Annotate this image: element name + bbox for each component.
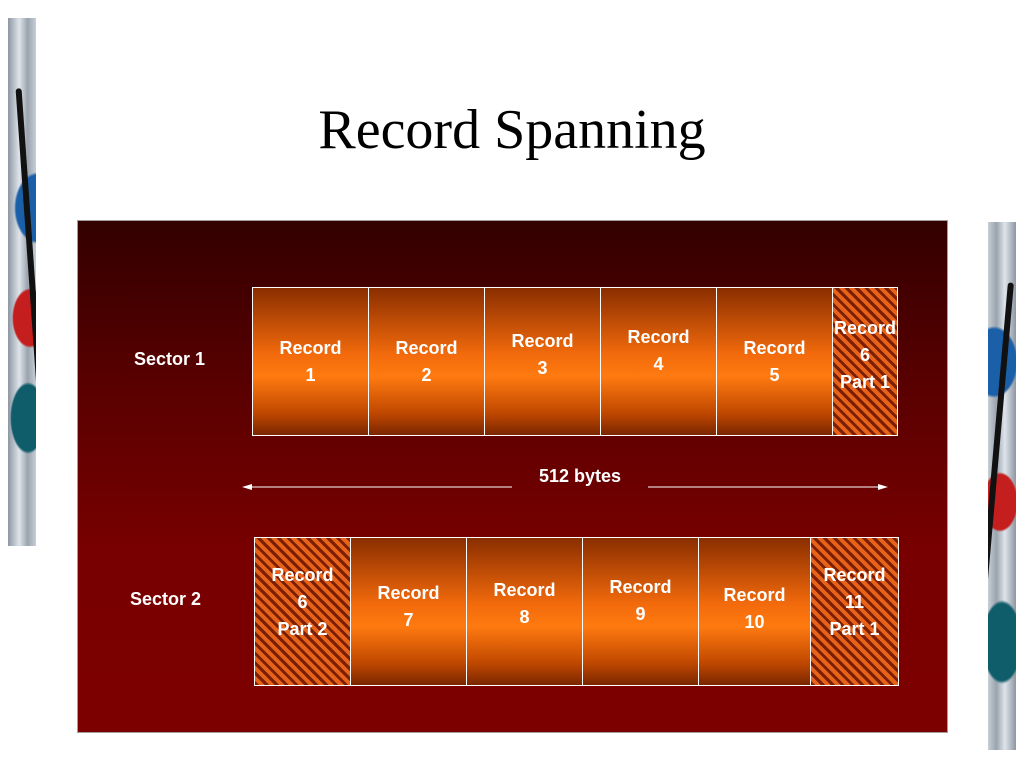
record-label-line: 3: [537, 358, 548, 378]
record-label: Record 9: [583, 574, 698, 628]
record-label-line: 8: [519, 607, 530, 627]
record-label-line: Record: [723, 585, 786, 605]
decorative-left-strip: [8, 18, 36, 546]
record-label-line: Record: [279, 338, 342, 358]
record-label-line: Record: [395, 338, 458, 358]
sector-1-record-cell: Record 2: [369, 288, 485, 435]
record-label-line: 1: [305, 365, 316, 385]
record-label-line: Record: [377, 583, 440, 603]
record-label-line: Record: [511, 331, 574, 351]
record-label: Record 5: [717, 335, 832, 389]
size-label: 512 bytes: [538, 466, 622, 486]
sector-1-record-cell: Record 1: [253, 288, 369, 435]
record-label-line: Part 2: [277, 619, 328, 639]
sector-2-record-cell: Record 9: [583, 538, 699, 685]
record-label: Record 7: [351, 580, 466, 634]
record-label-line: Record: [743, 338, 806, 358]
record-label-line: 6: [297, 592, 308, 612]
record-label-line: Record: [823, 565, 886, 585]
record-label: Record 4: [601, 324, 716, 378]
sector-2-record-cell: Record 8: [467, 538, 583, 685]
record-label: Record 3: [485, 328, 600, 382]
size-arrow: [242, 484, 888, 490]
decorative-right-strip: [988, 222, 1016, 750]
record-label-line: 4: [653, 354, 664, 374]
record-label: Record 8: [467, 577, 582, 631]
record-label-line: 7: [403, 610, 414, 630]
sector-1-label: Sector 1: [134, 349, 206, 369]
record-label-line: 5: [769, 365, 780, 385]
record-label-line: Record: [627, 327, 690, 347]
record-label-line: 6: [859, 345, 870, 365]
record-label-line: 11: [844, 592, 865, 612]
sector-1-record-cell: Record 4: [601, 288, 717, 435]
record-label-line: Part 1: [839, 372, 891, 392]
sector-1-record-cell: Record 3: [485, 288, 601, 435]
record-label-line: Record: [609, 577, 672, 597]
record-label-line: Part 1: [829, 619, 880, 639]
size-arrow-right-head: [878, 484, 888, 490]
record-label: Record 2: [369, 335, 484, 389]
record-label-line: Record: [833, 318, 896, 338]
record-label: Record 1: [253, 335, 368, 389]
sector-2-record-cell: Record 7: [351, 538, 467, 685]
sector-2-record-cell: Record 10: [699, 538, 811, 685]
record-label: Record 10: [699, 582, 810, 636]
size-arrow-left-head: [242, 484, 252, 490]
record-label-line: Record: [493, 580, 556, 600]
slide-title: Record Spanning: [318, 99, 706, 161]
record-label-line: Record: [271, 565, 334, 585]
record-label-line: 9: [635, 604, 646, 624]
sector-2-label: Sector 2: [130, 589, 202, 609]
record-label-line: 2: [421, 365, 432, 385]
record-label-line: 10: [744, 612, 765, 632]
sector-1-record-cell: Record 5: [717, 288, 833, 435]
